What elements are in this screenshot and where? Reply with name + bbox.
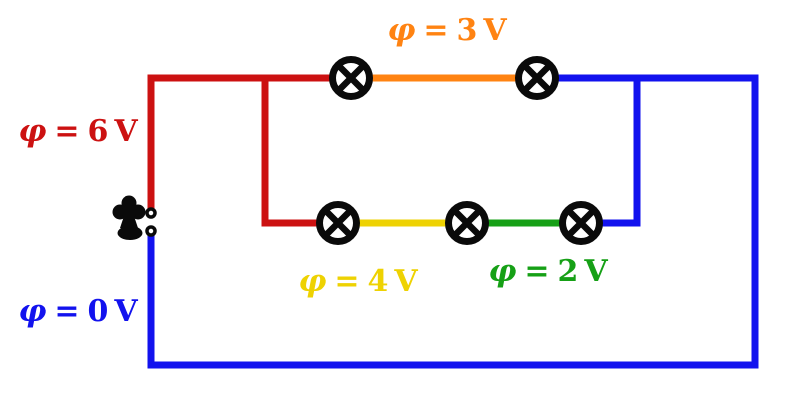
wire-6v-main [147,74,351,209]
power-source-base [117,226,143,240]
phi-symbol: φ [387,12,416,48]
equals-sign: = [423,13,449,48]
potential-label-0v: φ = 0 V [18,293,137,329]
potential-label-6v: φ = 6 V [18,113,137,149]
equals-sign: = [524,254,550,289]
lamp-3-icon [316,201,360,245]
lamp-2-icon [515,56,559,100]
equals-sign: = [54,294,80,329]
phi-symbol: φ [18,293,47,329]
equals-sign: = [334,264,360,299]
potential-label-2v: φ = 2 V [488,253,607,289]
power-source-neck [120,216,138,228]
phi-symbol: φ [298,263,327,299]
wire-6v-branch [261,78,338,227]
equals-sign: = [54,114,80,149]
potential-value: 3 V [456,13,507,48]
wire-0v-branch [581,78,641,227]
lamp-3-cross [321,206,355,240]
lamp-1-icon [329,56,373,100]
potential-label-4v: φ = 4 V [298,263,417,299]
lamp-1-cross [334,61,368,95]
phi-symbol: φ [18,113,47,149]
potential-value: 0 V [87,294,138,329]
top-terminal-icon [145,207,157,219]
bottom-terminal-icon [145,225,157,237]
potential-value: 2 V [557,254,608,289]
power-source-icon [112,195,146,240]
power-source-lobe [121,204,137,220]
lamp-5-icon [559,201,603,245]
lamp-2-cross [520,61,554,95]
potential-value: 6 V [87,114,138,149]
lamp-4-cross [450,206,484,240]
potential-value: 4 V [367,264,418,299]
lamp-5-cross [564,206,598,240]
wire-0v-main [147,74,759,369]
lamp-4-icon [445,201,489,245]
potential-label-3v: φ = 3 V [387,12,506,48]
phi-symbol: φ [488,253,517,289]
